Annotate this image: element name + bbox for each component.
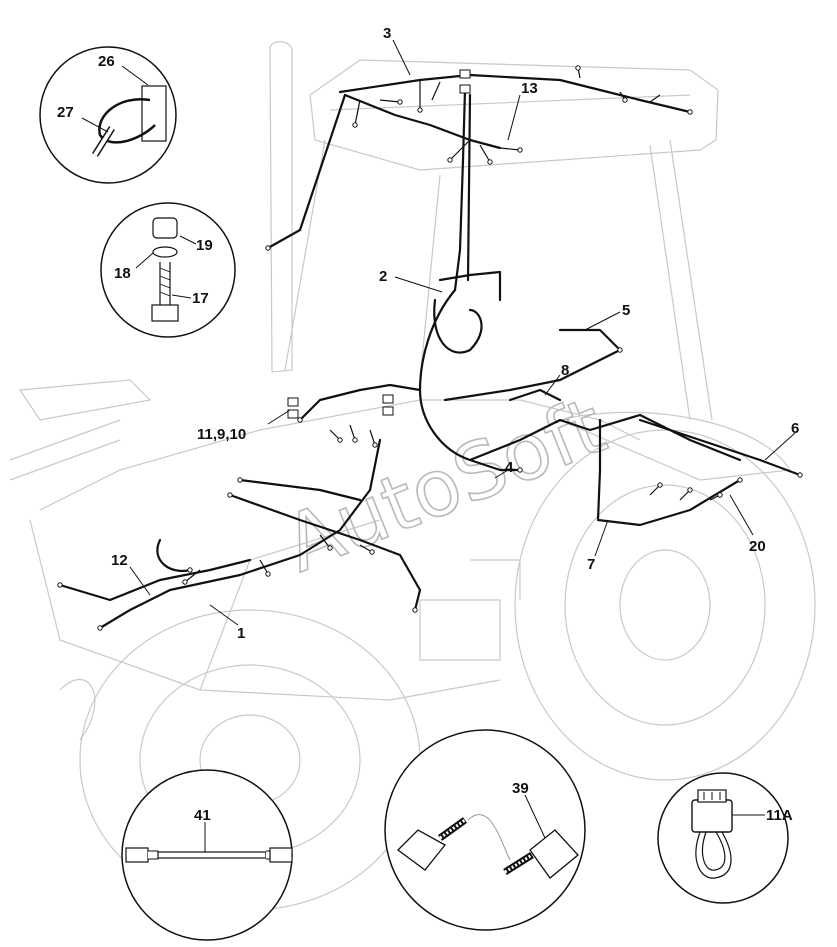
wire-terminals [57, 65, 803, 631]
tractor-outline [9, 41, 816, 911]
callout-19: 19 [196, 237, 213, 254]
callout-41: 41 [194, 807, 211, 824]
callout-labels: 3 13 2 5 8 11,9,10 4 6 20 7 12 1 26 27 1… [57, 25, 799, 824]
callout-1: 1 [237, 625, 245, 642]
inset-jumper-lead [121, 769, 293, 941]
callout-39: 39 [512, 780, 529, 797]
inset-connector-pair [384, 729, 586, 931]
callout-11a: 11A [766, 807, 793, 824]
watermark-text: AutoSoft [273, 381, 617, 590]
callout-18: 18 [114, 265, 131, 282]
callout-3: 3 [383, 25, 391, 42]
callout-6: 6 [791, 420, 799, 437]
callout-26: 26 [98, 53, 115, 70]
callout-27: 27 [57, 104, 74, 121]
inset-link-plug [657, 772, 789, 904]
callout-13: 13 [521, 80, 538, 97]
inset-bolt-washer-nut [100, 202, 236, 338]
callout-7: 7 [587, 556, 595, 573]
leader-lines [129, 39, 796, 626]
callout-2: 2 [379, 268, 387, 285]
callout-8: 8 [561, 362, 569, 379]
harness-wires [58, 67, 802, 630]
callout-12: 12 [111, 552, 128, 569]
callout-11-9-10: 11,9,10 [197, 426, 246, 443]
callout-5: 5 [622, 302, 630, 319]
inset-hose-clamp [39, 46, 177, 184]
callout-4: 4 [505, 459, 514, 476]
callout-17: 17 [192, 290, 209, 307]
callout-20: 20 [749, 538, 766, 555]
